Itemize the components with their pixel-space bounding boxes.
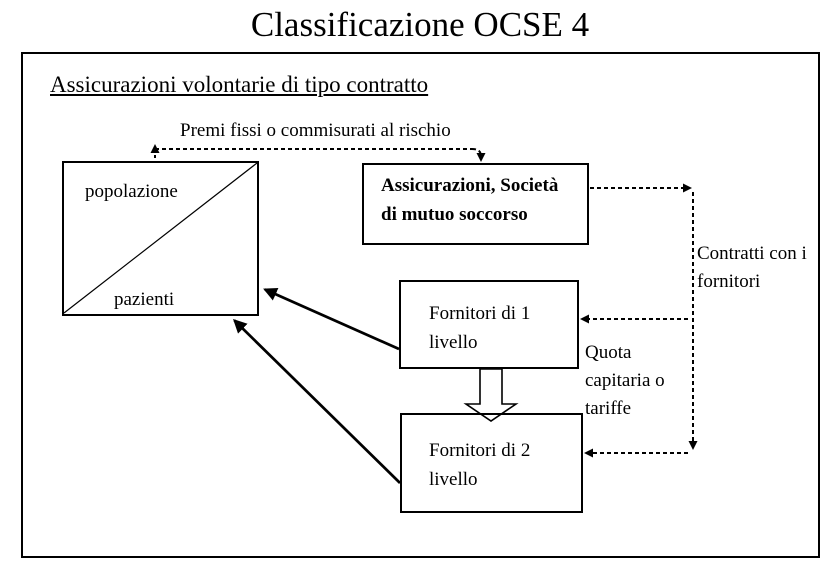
- fornitori-1-box: Fornitori di 1 livello: [399, 280, 579, 369]
- assicurazioni-box: Assicurazioni, Società di mutuo soccorso: [362, 163, 589, 245]
- contratti-label: Contratti con i fornitori: [697, 243, 807, 292]
- diagram-frame: [21, 52, 820, 558]
- popolazione-label: popolazione: [85, 181, 178, 202]
- quota-label: Quota capitaria o tariffe: [585, 342, 665, 419]
- fornitori-2-box: Fornitori di 2 livello: [400, 413, 583, 513]
- premi-label: Premi fissi o commisurati al rischio: [180, 120, 451, 141]
- slide-title: Classificazione OCSE 4: [250, 5, 590, 44]
- pazienti-label: pazienti: [114, 289, 175, 310]
- population-patients-box: popolazione pazienti: [62, 161, 259, 316]
- section-heading: Assicurazioni volontarie di tipo contrat…: [50, 72, 429, 97]
